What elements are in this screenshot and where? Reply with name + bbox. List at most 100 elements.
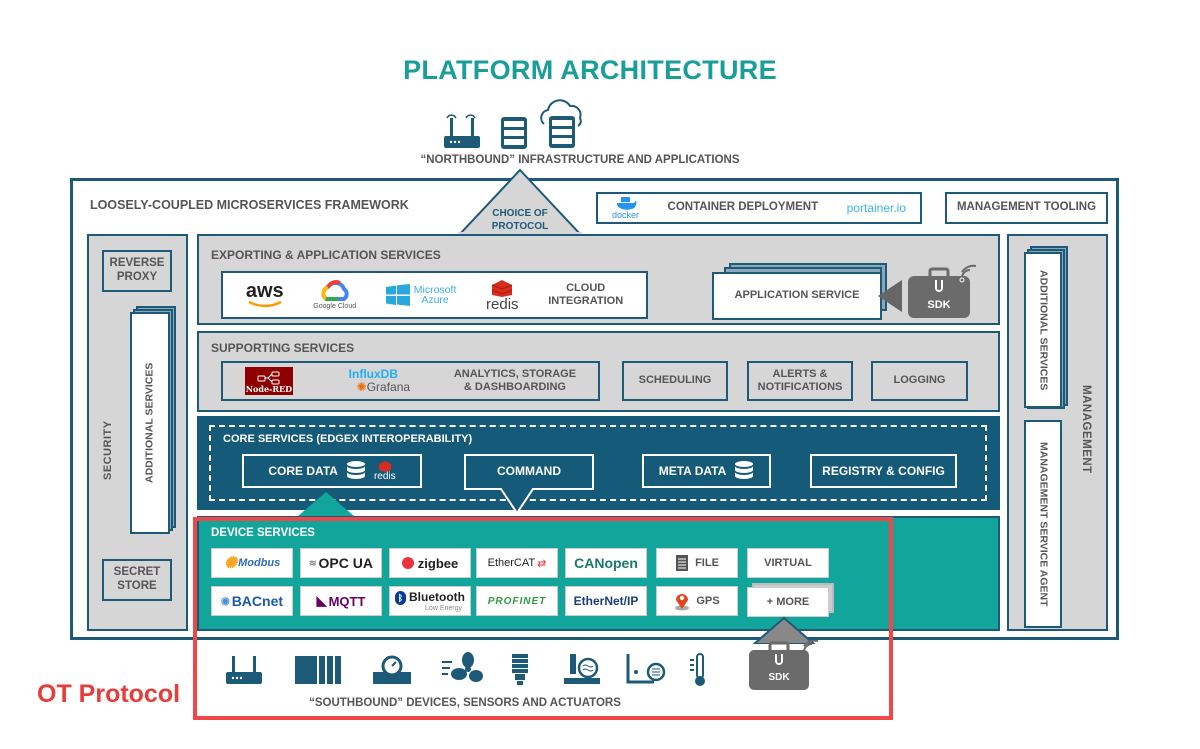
zigbee-text: zigbee (417, 555, 459, 571)
gateway-icon (226, 656, 262, 684)
choice-line-2: PROTOCOL (491, 220, 549, 232)
registry-config: REGISTRY & CONFIG (810, 454, 957, 488)
protocol-tile-canopen: CANopen (565, 548, 647, 578)
azure-text-2: Azure (421, 294, 449, 306)
plc-icon (295, 656, 341, 684)
command-callout (464, 454, 594, 515)
reverse-proxy-line-2: PROXY (116, 271, 158, 283)
sdk-toolbox-icon (749, 639, 819, 690)
mqtt-text: MQTT (328, 593, 366, 609)
cloud-integration-line-1: CLOUD (566, 281, 606, 294)
sdk-toolbox-icon (908, 264, 977, 318)
gps-pin-icon (675, 594, 690, 611)
alerts-line-1: ALERTS & (772, 367, 828, 380)
database-icon (346, 461, 365, 479)
exporting-title: EXPORTING & APPLICATION SERVICES (211, 248, 441, 262)
analytics-line-2: & DASHBOARDING (463, 381, 566, 393)
file-icon (676, 555, 689, 571)
core-title: CORE SERVICES (EDGEX INTEROPERABILITY) (223, 433, 473, 445)
node-red-text: Node-RED (245, 384, 293, 395)
bluetooth-icon: ᛒ (395, 590, 406, 605)
protocol-tile-ethernetip: EtherNet/IP (565, 586, 647, 616)
influxdb-text: InfluxDB (348, 367, 399, 382)
bacnet-icon: ◉ (220, 595, 230, 607)
bluetooth-sub: Low Energy (425, 604, 462, 612)
protocol-tile-virtual: VIRTUAL (747, 548, 829, 578)
flow-meter-icon (373, 655, 411, 684)
grafana-label: Grafana (366, 380, 411, 394)
protocol-tile-profinet: PROFINET (476, 586, 558, 616)
windows-icon (385, 284, 410, 306)
choice-of-protocol: CHOICE OF PROTOCOL (470, 208, 570, 233)
modbus-icon: ✺ (223, 555, 238, 572)
portainer-logo: portainer.io (846, 200, 906, 215)
analytics-box: Node-RED InfluxDB ✺Grafana ANALYTICS, ST… (221, 361, 600, 401)
reverse-proxy-line-1: REVERSE (109, 257, 165, 270)
database-icon (735, 461, 754, 479)
scheduling: SCHEDULING (622, 361, 728, 401)
google-cloud-icon (321, 279, 349, 301)
grafana-icon: ✺ (356, 380, 367, 394)
up-triangle-core-data (298, 492, 354, 516)
management-tooling: MANAGEMENT TOOLING (945, 192, 1108, 224)
analytics-label: ANALYTICS, STORAGE & DASHBOARDING (454, 368, 576, 394)
cloud-integration-line-2: INTEGRATION (548, 295, 624, 307)
gps-text: GPS (696, 595, 720, 607)
core-data: CORE DATA redis (242, 454, 422, 488)
secret-store-line-2: STORE (117, 580, 157, 592)
sdk-toolbox-export: SDK (906, 264, 977, 318)
core-data-label: CORE DATA (268, 464, 338, 478)
northbound-label: “NORTHBOUND” INFRASTRUCTURE AND APPLICAT… (420, 154, 740, 166)
tank-level-icon (626, 654, 666, 684)
modbus-text: Modbus (238, 557, 281, 569)
influx-grafana-logo: InfluxDB ✺Grafana (337, 368, 410, 393)
command: COMMAND (497, 464, 561, 478)
secret-store-line-1: SECRET (113, 566, 161, 579)
aws-smile-icon (248, 300, 282, 308)
meta-data: META DATA (642, 454, 771, 488)
southbound-label: “SOUTHBOUND” DEVICES, SENSORS AND ACTUAT… (309, 697, 621, 709)
zigbee-icon (401, 557, 414, 569)
protocol-tile-more[interactable]: + MORE (747, 587, 829, 617)
container-deployment-label: CONTAINER DEPLOYMENT (667, 201, 819, 214)
aws-text: aws (245, 280, 284, 302)
analytics-line-1: ANALYTICS, STORAGE (453, 367, 577, 380)
ot-protocol-annotation: OT Protocol (37, 680, 181, 708)
protocol-tile-mqtt: ◣MQTT (300, 586, 382, 616)
google-cloud-text: Google Cloud (313, 302, 357, 310)
page-title: PLATFORM ARCHITECTURE (403, 55, 777, 85)
device-title: DEVICE SERVICES (211, 527, 315, 539)
management-service-agent: MANAGEMENT SERVICE AGENT (1024, 420, 1062, 628)
ethercat-text: EtherCAT (487, 557, 536, 569)
core-redis-logo: redis (374, 460, 396, 482)
opcua-icon: ≋ (309, 557, 317, 568)
redis-cube-icon (378, 461, 391, 472)
sdk-label-export: SDK (927, 299, 951, 311)
aws-logo: aws (245, 280, 284, 308)
docker-logo: docker (612, 196, 639, 221)
redis-logo: redis (486, 279, 519, 312)
cloud-integration-label: CLOUD INTEGRATION (548, 282, 623, 308)
secret-store: SECRET STORE (102, 559, 172, 601)
up-triangle-sdk (752, 616, 816, 644)
google-cloud-logo: Google Cloud (313, 279, 356, 311)
file-text: FILE (695, 557, 719, 569)
meta-data-label: META DATA (658, 464, 727, 478)
router-icon (444, 114, 480, 148)
protocol-tile-modbus: ✺Modbus (211, 548, 293, 578)
protocol-tile-ethercat: EtherCAT⇄ (476, 548, 558, 578)
security-label: SECURITY (102, 420, 114, 480)
framework-title: LOOSELY-COUPLED MICROSERVICES FRAMEWORK (90, 198, 409, 212)
node-red-logo: Node-RED (244, 367, 293, 395)
industrial-sensor-icon (564, 654, 600, 684)
application-service: APPLICATION SERVICE (712, 272, 882, 320)
management-label: MANAGEMENT (1080, 385, 1092, 474)
fan-icon (442, 652, 483, 682)
thermometer-icon (690, 653, 705, 686)
choice-line-1: CHOICE OF (492, 208, 548, 219)
server-icon (501, 117, 527, 149)
light-bulb-icon (512, 654, 528, 685)
management-additional-services: ADDITIONAL SERVICES (1024, 252, 1062, 408)
